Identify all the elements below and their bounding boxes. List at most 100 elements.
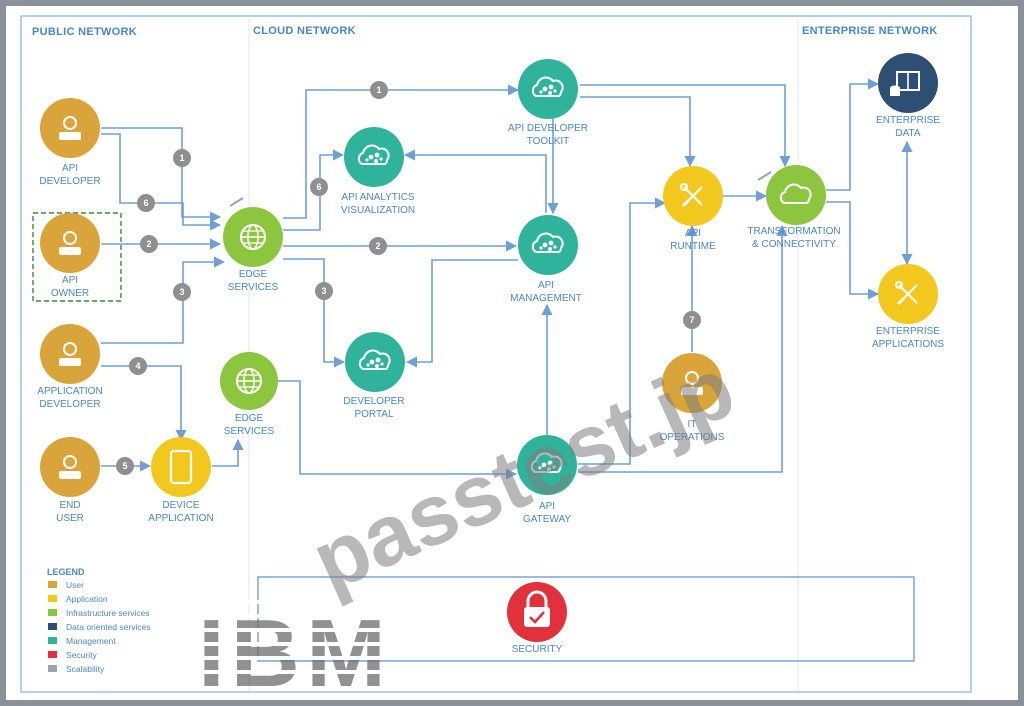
connector-gateway-runtime bbox=[578, 197, 667, 465]
connector-apidev-edge bbox=[101, 127, 222, 223]
api-developer-node[interactable]: API DEVELOPER bbox=[39, 98, 101, 187]
enterprise-data-label-2: DATA bbox=[895, 128, 921, 139]
zone-title-cloud: CLOUD NETWORK bbox=[253, 25, 356, 37]
ibm-logo-stripes bbox=[195, 600, 540, 674]
step-badge-2-mid-text: 2 bbox=[375, 241, 380, 251]
step-badge-4-text: 4 bbox=[135, 361, 140, 371]
device-application-label-1: DEVICE bbox=[162, 500, 200, 511]
legend-item: Scalability bbox=[48, 664, 105, 674]
enterprise-applications-node[interactable]: ENTERPRISE APPLICATIONS bbox=[872, 264, 944, 350]
application-developer-label-1: APPLICATION bbox=[37, 386, 102, 397]
connector-transformation-apps bbox=[826, 201, 880, 300]
transformation-circle bbox=[766, 165, 826, 225]
step-badge-7: 7 bbox=[683, 311, 701, 329]
legend-item: User bbox=[48, 580, 84, 590]
step-badge-1-left: 1 bbox=[173, 149, 191, 167]
step-badge-6-left-text: 6 bbox=[143, 198, 148, 208]
security-node[interactable]: SECURITY bbox=[507, 582, 567, 655]
api-runtime-label-2: RUNTIME bbox=[670, 241, 716, 252]
api-owner-label-1: API bbox=[62, 275, 78, 286]
device-application-circle bbox=[151, 437, 211, 497]
step-badge-6-analytics-text: 6 bbox=[316, 182, 321, 192]
legend-swatch bbox=[48, 637, 57, 644]
api-gateway-circle bbox=[517, 435, 577, 495]
step-badge-7-text: 7 bbox=[689, 315, 694, 325]
legend-swatch bbox=[48, 595, 57, 602]
api-dev-toolkit-label-1: API DEVELOPER bbox=[508, 123, 588, 134]
step-badge-4: 4 bbox=[129, 357, 147, 375]
edge-services-top-node[interactable]: EDGE SERVICES bbox=[223, 207, 283, 293]
legend-item: Infrastructure services bbox=[48, 608, 150, 618]
api-analytics-node[interactable]: API ANALYTICS VISUALIZATION bbox=[341, 127, 415, 216]
enterprise-applications-label-2: APPLICATIONS bbox=[872, 339, 944, 350]
connector-gateway-transformation bbox=[578, 224, 788, 473]
end-user-node[interactable]: END USER bbox=[40, 437, 100, 524]
step-badge-5-text: 5 bbox=[122, 461, 127, 471]
api-analytics-label-2: VISUALIZATION bbox=[341, 205, 415, 216]
security-label: SECURITY bbox=[512, 644, 563, 655]
application-developer-node[interactable]: APPLICATION DEVELOPER bbox=[37, 324, 103, 410]
enterprise-applications-label-1: ENTERPRISE bbox=[876, 326, 940, 337]
api-management-circle bbox=[518, 215, 578, 275]
legend-label: Scalability bbox=[66, 664, 105, 674]
step-badges: 1 1 6 6 2 2 3 3 4 5 7 bbox=[116, 81, 701, 475]
api-gateway-node[interactable]: API GATEWAY bbox=[517, 435, 577, 525]
api-runtime-label-1: API bbox=[685, 228, 701, 239]
device-application-node[interactable]: DEVICE APPLICATION bbox=[148, 437, 214, 524]
legend-swatch bbox=[48, 651, 57, 658]
developer-portal-label-2: PORTAL bbox=[354, 409, 394, 420]
developer-portal-circle bbox=[345, 332, 405, 392]
connector-appdev-device bbox=[101, 365, 187, 442]
api-runtime-node[interactable]: API RUNTIME bbox=[663, 166, 723, 252]
connector-device-edge2 bbox=[212, 438, 244, 467]
zone-title-enterprise: ENTERPRISE NETWORK bbox=[802, 25, 938, 37]
connector-management-portal bbox=[405, 259, 518, 368]
legend-swatch bbox=[48, 609, 57, 616]
api-owner-label-2: OWNER bbox=[51, 288, 89, 299]
it-operations-label-1: IT bbox=[688, 419, 697, 430]
cloud-connectivity-icon bbox=[779, 183, 812, 204]
step-badge-5: 5 bbox=[116, 457, 134, 475]
legend-label: Management bbox=[66, 636, 116, 646]
api-gateway-label-2: GATEWAY bbox=[523, 514, 571, 525]
edge-services-bottom-label-2: SERVICES bbox=[224, 426, 275, 437]
legend-swatch bbox=[48, 623, 57, 630]
api-owner-node[interactable]: API OWNER bbox=[40, 213, 100, 299]
ibm-logo: IBM bbox=[195, 600, 540, 706]
edge-services-bottom-label-1: EDGE bbox=[235, 413, 264, 424]
api-dev-toolkit-node[interactable]: API DEVELOPER TOOLKIT bbox=[508, 59, 588, 147]
legend-swatch bbox=[48, 581, 57, 588]
scalability-icon bbox=[229, 197, 244, 207]
connector-edge-toolkit bbox=[283, 84, 520, 219]
legend-swatch bbox=[48, 665, 57, 672]
scalability-markers bbox=[229, 171, 772, 207]
api-dev-toolkit-circle bbox=[518, 59, 578, 119]
connectors bbox=[101, 78, 913, 480]
enterprise-data-node[interactable]: ENTERPRISE DATA bbox=[876, 53, 940, 139]
step-badge-6-analytics: 6 bbox=[310, 178, 328, 196]
legend-label: Data oriented services bbox=[66, 622, 151, 632]
step-badge-6-left: 6 bbox=[137, 194, 155, 212]
it-operations-node[interactable]: IT OPERATIONS bbox=[660, 353, 725, 443]
connector-edge-portal bbox=[283, 258, 346, 368]
database-icon bbox=[890, 71, 920, 96]
api-analytics-circle bbox=[344, 127, 404, 187]
device-application-label-2: APPLICATION bbox=[148, 513, 213, 524]
enterprise-data-label-1: ENTERPRISE bbox=[876, 115, 940, 126]
api-developer-label-2: DEVELOPER bbox=[39, 176, 100, 187]
phone-icon bbox=[169, 449, 193, 485]
api-management-node[interactable]: API MANAGEMENT bbox=[510, 215, 582, 304]
transformation-node[interactable]: TRANSFORMATION & CONNECTIVITY bbox=[747, 165, 841, 250]
it-operations-label-2: OPERATIONS bbox=[660, 432, 725, 443]
step-badge-3-portal-text: 3 bbox=[321, 286, 326, 296]
step-badge-1-top-text: 1 bbox=[376, 85, 381, 95]
scalability-icon bbox=[757, 171, 772, 181]
step-badge-1-left-text: 1 bbox=[179, 153, 184, 163]
developer-portal-node[interactable]: DEVELOPER PORTAL bbox=[343, 332, 405, 420]
connector-edge2-gateway bbox=[278, 380, 518, 480]
legend-label: Application bbox=[66, 594, 108, 604]
edge-services-top-label-1: EDGE bbox=[239, 269, 268, 280]
edge-services-bottom-node[interactable]: EDGE SERVICES bbox=[220, 352, 278, 437]
api-developer-label-1: API bbox=[62, 163, 78, 174]
